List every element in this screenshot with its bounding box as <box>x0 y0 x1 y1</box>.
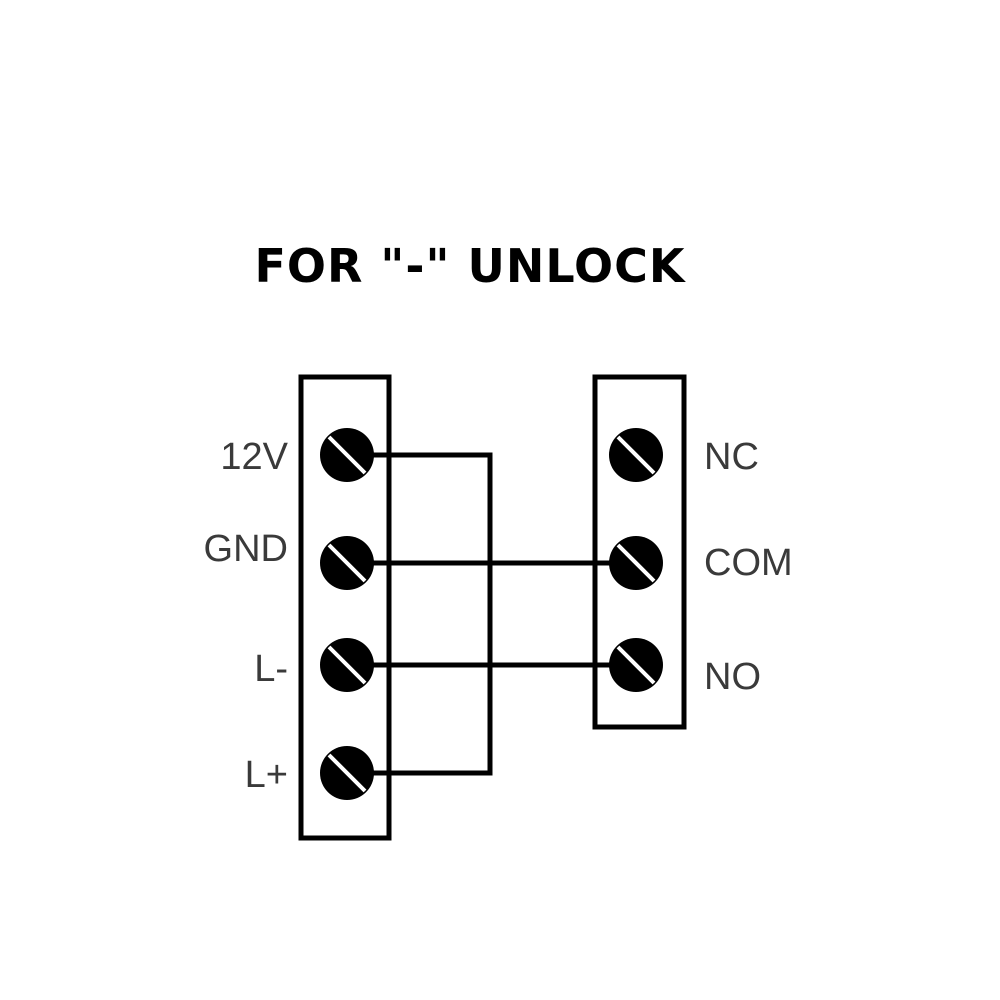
terminal-label-12v: 12V <box>220 436 288 478</box>
terminal-nc: NC <box>609 428 759 482</box>
screw-slot <box>327 543 367 583</box>
terminal-com: COM <box>609 536 793 590</box>
wire-12v-to-lplus <box>347 452 493 776</box>
terminal-gnd: GND <box>204 528 374 590</box>
left-block-frame <box>298 374 392 841</box>
terminal-label-com: COM <box>704 542 793 584</box>
right-block-frame <box>592 374 687 730</box>
wires <box>347 452 636 776</box>
screw-slot <box>616 645 656 685</box>
terminal-lplus: L+ <box>245 746 374 800</box>
terminal-label-nc: NC <box>704 436 759 478</box>
terminal-no: NO <box>609 638 761 698</box>
diagram-title: FOR "-" UNLOCK <box>254 239 686 293</box>
screw-slot <box>327 435 367 475</box>
screw-slot <box>616 435 656 475</box>
right-terminal-block: NC COM NO <box>592 374 793 730</box>
terminal-label-lminus: L- <box>254 648 288 690</box>
screw-slot <box>327 645 367 685</box>
terminal-label-no: NO <box>704 656 761 698</box>
terminal-12v: 12V <box>220 428 374 482</box>
screw-slot <box>616 543 656 583</box>
terminal-label-lplus: L+ <box>245 754 288 796</box>
screw-slot <box>327 753 367 793</box>
terminal-label-gnd: GND <box>204 528 288 570</box>
left-terminal-block: 12V GND L- L+ <box>204 374 392 841</box>
terminal-lminus: L- <box>254 638 374 692</box>
